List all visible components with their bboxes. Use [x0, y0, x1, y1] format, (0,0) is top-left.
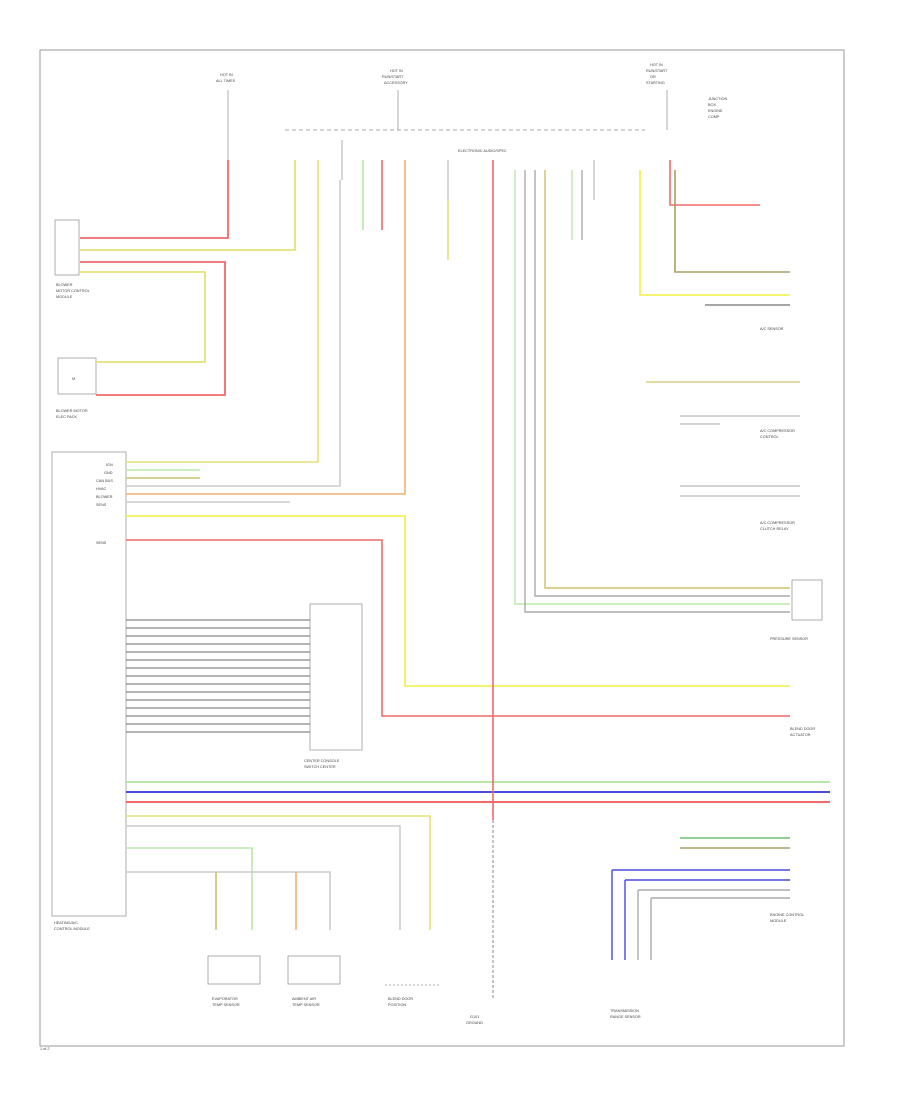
bottom-left-wires — [126, 815, 431, 930]
svg-text:POSITION: POSITION — [388, 1003, 406, 1007]
svg-text:JUNCTION: JUNCTION — [708, 97, 727, 101]
diagram-frame — [39, 49, 845, 1047]
svg-text:BOX: BOX — [708, 103, 716, 107]
bottom-labels: EVAPORATOR TEMP SENSOR AMBIENT AIR TEMP SE… — [40, 997, 641, 1051]
svg-text:BLOWER: BLOWER — [96, 495, 113, 499]
temp-sensor-2 — [287, 955, 341, 985]
svg-text:MOTOR CONTROL: MOTOR CONTROL — [56, 289, 90, 293]
svg-text:CAN BUS: CAN BUS — [96, 479, 113, 483]
right-components: A/C SENSOR A/C COMPRESSOR CONTROL A/C COM… — [646, 327, 823, 737]
svg-text:AMBIENT AIR: AMBIENT AIR — [292, 997, 316, 1001]
svg-text:CLUTCH RELAY: CLUTCH RELAY — [760, 527, 789, 531]
svg-text:HEATING/A/C: HEATING/A/C — [54, 921, 78, 925]
svg-text:G101: G101 — [470, 1015, 479, 1019]
svg-text:RUN/START: RUN/START — [382, 75, 404, 79]
svg-text:HOT IN: HOT IN — [220, 73, 233, 77]
svg-text:BLOWER: BLOWER — [56, 283, 73, 287]
temp-sensor-1 — [207, 955, 261, 985]
svg-text:RANGE SENSOR: RANGE SENSOR — [610, 1015, 641, 1019]
svg-text:ELECTRONIC AUDIO/SPEC: ELECTRONIC AUDIO/SPEC — [458, 149, 507, 153]
fuse-stubs — [227, 90, 668, 200]
svg-text:ALL TIMES: ALL TIMES — [216, 79, 236, 83]
bundle-wires — [126, 619, 310, 733]
svg-text:CONTROL MODULE: CONTROL MODULE — [54, 927, 90, 931]
svg-text:ENGINE: ENGINE — [708, 109, 723, 113]
svg-text:GROUND: GROUND — [466, 1021, 483, 1025]
svg-text:EVAPORATOR: EVAPORATOR — [212, 997, 238, 1001]
svg-text:HOT IN: HOT IN — [650, 63, 663, 67]
svg-text:RUN/START: RUN/START — [646, 69, 668, 73]
svg-text:COMP: COMP — [708, 115, 720, 119]
frame-label: 1 of 2 — [40, 1047, 50, 1051]
hvac-control-module — [51, 451, 127, 917]
bottom-right-wires — [611, 837, 790, 960]
svg-text:A/C COMPRESSOR: A/C COMPRESSOR — [760, 521, 795, 525]
right-bundle — [514, 170, 790, 613]
top-power-labels: HOT IN ALL TIMES HOT IN RUN/START ACCESSORY… — [216, 63, 727, 153]
blower-motor — [57, 357, 97, 395]
svg-text:ELEC PACK: ELEC PACK — [56, 415, 77, 419]
module-pin-labels: IGN GND CAN BUS HVAC BLOWER SENS SENS — [96, 463, 113, 545]
svg-text:TRANSMISSION: TRANSMISSION — [610, 1009, 639, 1013]
svg-text:MODULE: MODULE — [56, 295, 73, 299]
svg-text:CENTER CONSOLE: CENTER CONSOLE — [304, 759, 340, 763]
svg-text:BLEND DOOR: BLEND DOOR — [388, 997, 413, 1001]
svg-text:BLOWER MOTOR: BLOWER MOTOR — [56, 409, 88, 413]
svg-text:TEMP SENSOR: TEMP SENSOR — [292, 1003, 320, 1007]
svg-text:CONTROL: CONTROL — [760, 435, 779, 439]
svg-text:TEMP SENSOR: TEMP SENSOR — [212, 1003, 240, 1007]
svg-text:SENS: SENS — [96, 503, 107, 507]
svg-text:ENGINE CONTROL: ENGINE CONTROL — [770, 913, 804, 917]
blower-wires — [80, 160, 296, 396]
svg-text:MODULE: MODULE — [770, 919, 787, 923]
module-top-wires — [126, 160, 790, 717]
blower-control-module — [54, 219, 80, 276]
svg-text:SENS: SENS — [96, 541, 107, 545]
center-connector-block — [309, 603, 363, 751]
svg-text:HOT IN: HOT IN — [390, 69, 403, 73]
svg-text:M: M — [72, 377, 75, 381]
can-bus-lines — [126, 781, 830, 803]
svg-text:ACCESSORY: ACCESSORY — [384, 81, 408, 85]
svg-text:A/C COMPRESSOR: A/C COMPRESSOR — [760, 429, 795, 433]
top-right-wires — [639, 160, 790, 306]
svg-text:A/C SENSOR: A/C SENSOR — [760, 327, 784, 331]
svg-text:ACTUATOR: ACTUATOR — [790, 733, 811, 737]
svg-text:PRESSURE SENSOR: PRESSURE SENSOR — [770, 637, 808, 641]
svg-text:OR: OR — [650, 75, 656, 79]
svg-text:SWITCH CENTER: SWITCH CENTER — [304, 765, 336, 769]
svg-text:BLEND DOOR: BLEND DOOR — [790, 727, 815, 731]
svg-text:HVAC: HVAC — [96, 487, 107, 491]
svg-text:STARTING: STARTING — [646, 81, 665, 85]
svg-text:IGN: IGN — [106, 463, 113, 467]
svg-text:GND: GND — [104, 471, 113, 475]
